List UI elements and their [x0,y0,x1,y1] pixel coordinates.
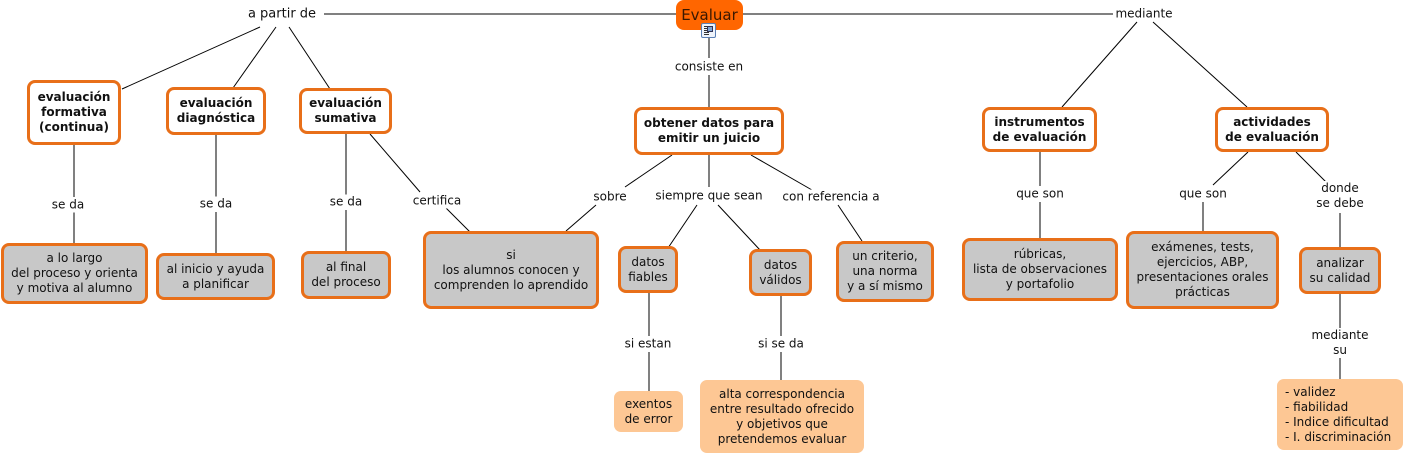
link-que-son-instrumentos: que son [1014,186,1066,202]
concept-evaluacion-formativa[interactable]: evaluación formativa (continua) [27,80,121,145]
concept-alta-correspondencia[interactable]: alta correspondencia entre resultado ofr… [700,380,864,453]
edge [121,26,261,90]
link-consiste-en: consiste en [672,59,746,75]
edge [1212,151,1249,186]
concept-evaluacion-diagnostica[interactable]: evaluación diagnóstica [166,87,266,135]
link-certifica: certifica [410,193,464,209]
concept-evaluacion-sumativa[interactable]: evaluación sumativa [299,88,392,134]
concept-a-lo-largo[interactable]: a lo largo del proceso y orienta y motiv… [1,243,148,304]
link-si-estan: si estan [622,336,674,352]
concept-instrumentos[interactable]: instrumentos de evaluación [982,107,1097,152]
concept-rubricas[interactable]: rúbricas, lista de observaciones y porta… [962,238,1118,301]
link-donde-se-debe: donde se debe [1314,181,1366,211]
edge [717,204,761,251]
link-con-referencia-a: con referencia a [780,189,882,205]
concept-si-alumnos[interactable]: si los alumnos conocen y comprenden lo a… [423,231,599,309]
concept-datos-fiables[interactable]: datos fiables [618,246,678,293]
edge [624,154,673,188]
edge [1061,21,1138,108]
edge [1295,151,1327,183]
edge [667,204,698,249]
edge [565,204,597,232]
concept-obtener-datos[interactable]: obtener datos para emitir un juicio [634,107,784,155]
link-mediante-su: mediante su [1307,328,1373,358]
edge [1152,21,1248,108]
concept-al-final[interactable]: al final del proceso [301,251,391,299]
edge [445,207,471,233]
link-sobre: sobre [591,189,629,205]
link-se-da-sumativa: se da [327,194,365,210]
edge [288,26,331,90]
link-se-da-formativa: se da [49,197,87,213]
edge [837,204,863,242]
document-resource-icon[interactable] [701,23,716,38]
concept-actividades[interactable]: actividades de evaluación [1215,107,1329,152]
concept-calidad-lista[interactable]: - validez - fiabilidad - Indice dificult… [1277,379,1403,450]
concept-examenes[interactable]: exámenes, tests, ejercicios, ABP, presen… [1126,231,1279,309]
link-que-son-actividades: que son [1177,186,1229,202]
concept-analizar-calidad[interactable]: analizar su calidad [1299,247,1381,294]
link-a-partir-de: a partir de [245,6,319,22]
concept-al-inicio[interactable]: al inicio y ayuda a planificar [156,253,275,300]
link-siempre-que-sean: siempre que sean [653,188,765,204]
link-mediante: mediante [1113,6,1175,22]
link-si-se-da: si se da [756,336,806,352]
edge [232,26,277,89]
edge [369,133,421,193]
concept-un-criterio[interactable]: un criterio, una norma y a sí mismo [836,241,934,302]
concept-datos-validos[interactable]: datos válidos [749,249,812,296]
concept-exentos-de-error[interactable]: exentos de error [614,391,683,432]
link-se-da-diagnostica: se da [197,196,235,212]
edge [750,154,813,191]
